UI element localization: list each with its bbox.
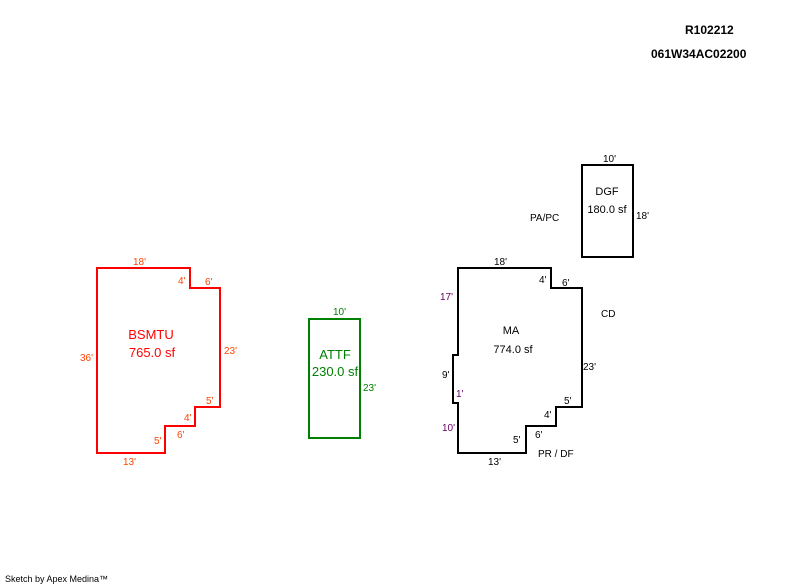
dim-label: 10': [333, 307, 346, 318]
area-name: BSMTU: [128, 327, 174, 342]
bsmtu-area: 18' 4' 6' 23' 5' 4' 6' 5' 13' 36' BSMTU …: [80, 257, 237, 468]
dim-label: 1': [456, 389, 464, 400]
area-size: 765.0 sf: [129, 345, 176, 360]
dim-label: 6': [177, 430, 185, 441]
area-name: ATTF: [319, 347, 351, 362]
dim-label: 5': [564, 396, 572, 407]
dim-label: 5': [513, 435, 521, 446]
attf-area: 10' 23' ATTF 230.0 sf: [308, 307, 376, 439]
area-name: MA: [503, 325, 520, 337]
dim-label: 13': [123, 457, 136, 468]
dim-label: 17': [440, 292, 453, 303]
dim-label: 4': [544, 410, 552, 421]
attf-outline: [308, 318, 361, 439]
dim-label: 5': [154, 436, 162, 447]
dim-label: 6': [562, 278, 570, 289]
dim-label: 6': [205, 277, 213, 288]
dim-label: 18': [494, 257, 507, 268]
annotation-cd: CD: [601, 309, 615, 320]
area-size: 774.0 sf: [493, 344, 533, 356]
annotation-pr-df: PR / DF: [538, 449, 574, 460]
dim-label: 23': [363, 383, 376, 394]
bsmtu-outline: [96, 267, 221, 454]
area-name: DGF: [595, 186, 619, 198]
record-id: R102212: [685, 23, 734, 37]
dgf-area: 10' 18' DGF 180.0 sf: [581, 154, 649, 258]
dim-label: 9': [442, 370, 450, 381]
dgf-outline: [581, 164, 634, 258]
area-size: 230.0 sf: [312, 364, 359, 379]
dim-label: 10': [603, 154, 616, 165]
dim-label: 23': [224, 346, 237, 357]
annotation-pa-pc: PA/PC: [530, 213, 559, 224]
dim-label: 4': [539, 275, 547, 286]
map-number: 061W34AC02200: [651, 47, 747, 61]
dim-label: 5': [206, 396, 214, 407]
dim-label: 18': [133, 257, 146, 268]
dim-label: 23': [583, 362, 596, 373]
footer-credit: Sketch by Apex Medina™: [5, 574, 109, 584]
area-size: 180.0 sf: [587, 204, 627, 216]
dim-label: 6': [535, 430, 543, 441]
ma-outline: [452, 267, 583, 454]
dim-label: 4': [178, 276, 186, 287]
dim-label: 18': [636, 211, 649, 222]
dim-label: 4': [184, 413, 192, 424]
dim-label: 10': [442, 423, 455, 434]
ma-area: 18' 4' 6' 23' 5' 4' 6' 5' 13' 10' 1' 9' …: [440, 257, 596, 468]
dim-label: 13': [488, 457, 501, 468]
dim-label: 36': [80, 353, 93, 364]
